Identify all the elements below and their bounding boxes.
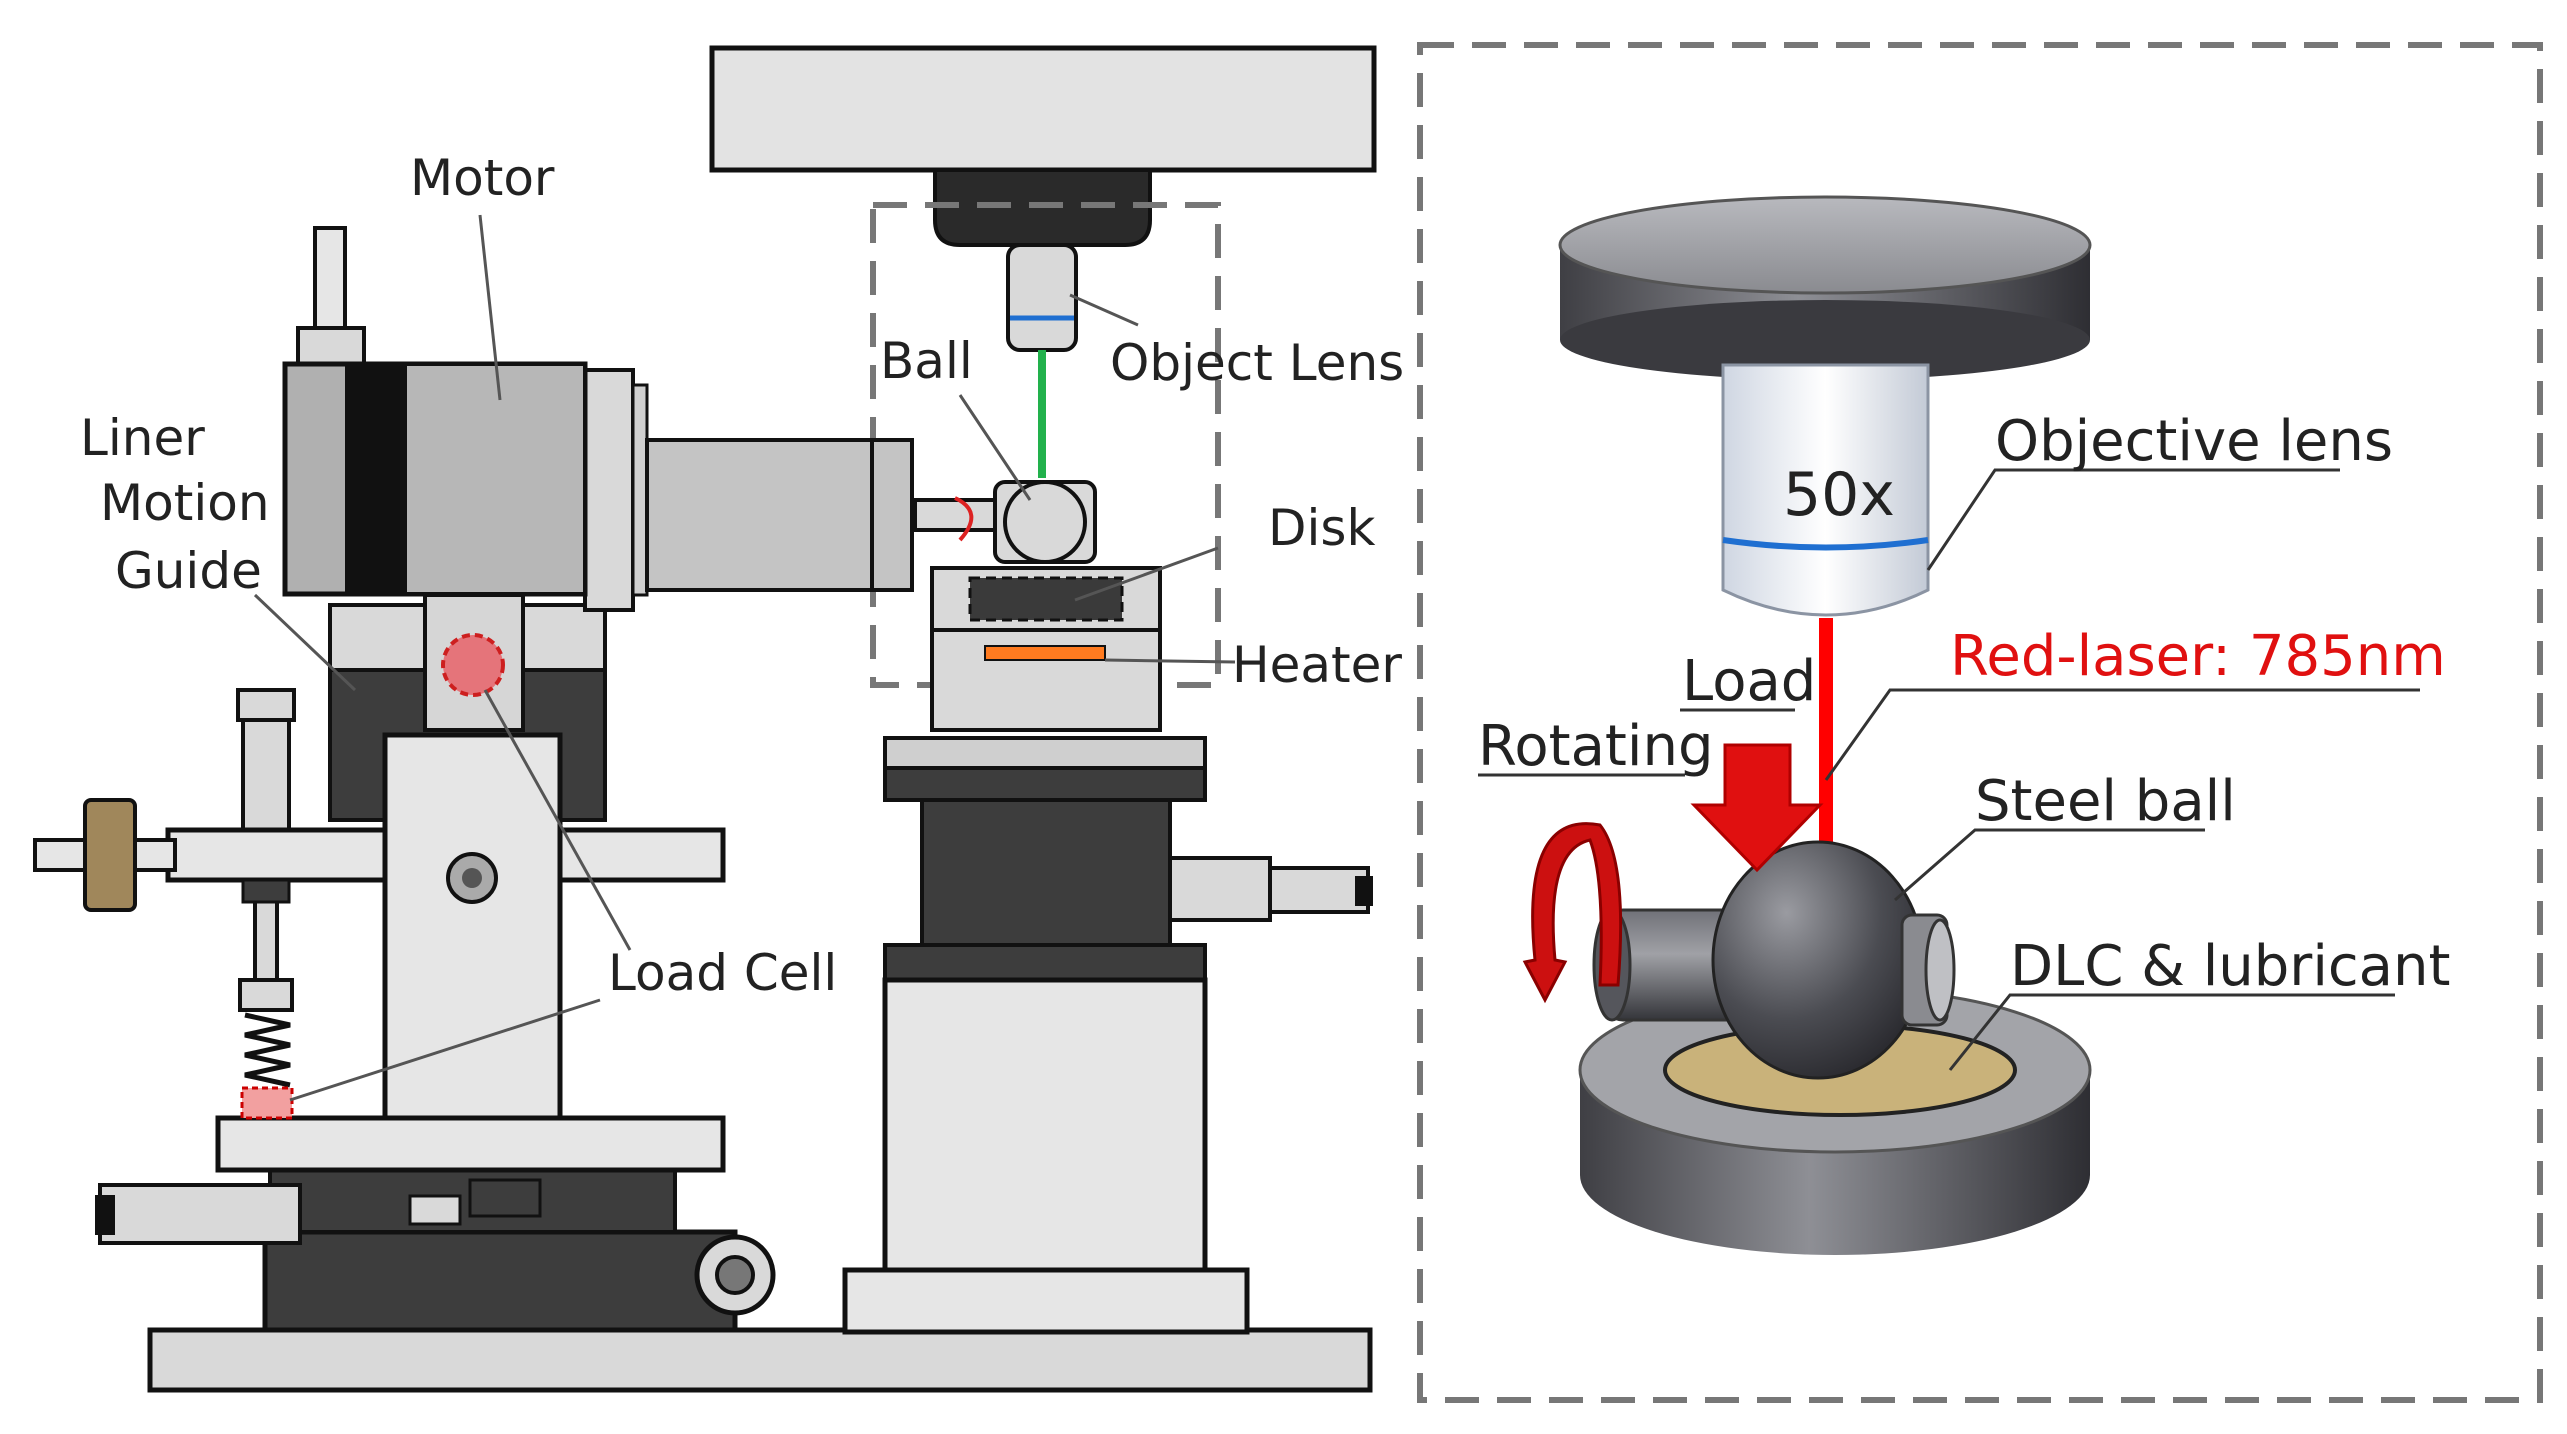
label-heater: Heater [1232, 636, 1402, 694]
leader-objective [1926, 468, 2340, 571]
stage-knob-cap [1268, 866, 1370, 914]
leader-loadcell-bottom [289, 998, 601, 1102]
stage-knob-body [1168, 856, 1272, 922]
label-dlc-lubricant: DLC & lubricant [2010, 934, 2450, 999]
bracket-base [215, 1115, 726, 1173]
ball-arm [913, 498, 997, 532]
xy-stage-slot [408, 1194, 462, 1226]
stage-foot [842, 1267, 1250, 1335]
leader-heater [1104, 658, 1236, 664]
label-magnification: 50x [1783, 460, 1895, 530]
label-ball: Ball [880, 332, 973, 390]
shaft-coupler [870, 438, 914, 592]
objective-barrel [1006, 243, 1078, 352]
leader-dlc [1948, 993, 2395, 1071]
stage-cap [883, 736, 1207, 770]
spring [244, 1012, 291, 1088]
xy-stage-screw-inner [715, 1255, 755, 1295]
leader-motor [478, 214, 502, 401]
micrometer-collar [238, 978, 294, 1012]
micrometer-head [236, 688, 296, 722]
motor-cap [296, 326, 366, 366]
label-liner-line1: Liner [80, 409, 205, 467]
leader-loadcell-top [483, 689, 632, 951]
top-housing [709, 45, 1377, 173]
stage-column [882, 977, 1208, 1273]
motor-post [313, 226, 347, 330]
leader-guide [253, 593, 357, 692]
label-liner-line3: Guide [115, 542, 262, 600]
label-load: Load [1682, 649, 1816, 714]
leader-steel-ball [1894, 828, 2205, 902]
leader-object-lens [1069, 293, 1139, 327]
objective-lens-body [1721, 363, 1930, 617]
xy-stage-lower [262, 1229, 738, 1333]
vertical-column [382, 732, 563, 1121]
disk [968, 576, 1124, 622]
xy-stage-slot2 [468, 1178, 542, 1218]
leader-disk [1074, 546, 1219, 602]
xy-stage-knob [98, 1183, 302, 1245]
label-motor: Motor [410, 149, 555, 207]
contact-detail-view: 50x Objective lens Red-laser: 785nm Load… [1417, 42, 2543, 1403]
objective-lens-ring [1722, 537, 1929, 551]
label-object-lens: Object Lens [1110, 334, 1404, 392]
label-load-cell: Load Cell [608, 944, 837, 1002]
leader-laser [1824, 688, 2420, 781]
arm-knob [83, 798, 137, 912]
tribometer-schematic: Motor Liner Motion Guide Ball Object Len… [33, 45, 1404, 1393]
label-objective-lens: Objective lens [1995, 409, 2393, 474]
stage-collar-lower [883, 943, 1207, 982]
detail-frame [1417, 42, 2543, 1403]
heater-element [984, 645, 1106, 661]
arm-block [241, 878, 291, 904]
leader-ball [958, 394, 1032, 501]
load-arrow [1690, 743, 1824, 873]
label-disk: Disk [1268, 499, 1375, 557]
stage-rotator [920, 798, 1172, 947]
load-cell-small [240, 1086, 294, 1120]
rotation-mark [954, 496, 974, 542]
load-cell-marker [441, 633, 505, 697]
label-steel-ball: Steel ball [1975, 769, 2236, 834]
rotation-arrow [1522, 822, 1623, 1004]
xy-stage-knob-end [95, 1195, 115, 1235]
support-plate-inner [631, 383, 649, 597]
micrometer-rod [253, 898, 279, 982]
base-plate [147, 1327, 1373, 1393]
stage-knob-end [1355, 876, 1373, 906]
column-bolt-inner [462, 868, 482, 888]
drive-shaft [645, 438, 874, 592]
stage-collar [883, 766, 1207, 802]
label-liner-line2: Motion [100, 474, 270, 532]
steel-ball [1711, 840, 1925, 1080]
label-red-laser: Red-laser: 785nm [1950, 624, 2446, 689]
motor-band [345, 364, 405, 594]
ball-retainer-face [1924, 918, 1956, 1022]
support-plate [583, 368, 635, 612]
motor-face [403, 362, 587, 596]
label-rotating: Rotating [1478, 714, 1713, 779]
top-plate-bottom [1560, 300, 2090, 380]
ball [1003, 480, 1087, 564]
micrometer-body [241, 718, 291, 832]
top-plate-top [1558, 195, 2092, 295]
